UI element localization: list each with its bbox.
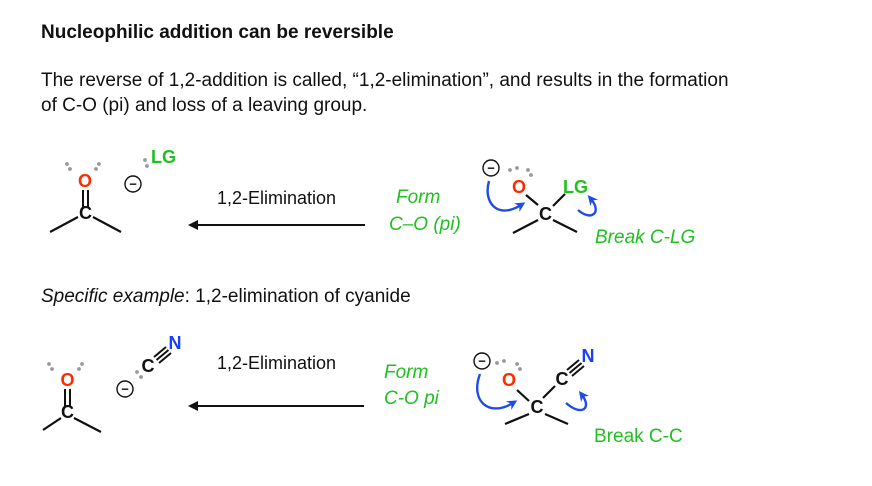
scheme2-form-label-2: C-O pi (384, 388, 440, 409)
intro-line-2: of C-O (pi) and loss of a leaving group. (41, 95, 368, 116)
scheme1-arrow-label: 1,2-Elimination (217, 188, 336, 208)
scheme2-nitrile-nitrogen: N (582, 346, 595, 366)
scheme2-cyanide-anion: − C N (116, 333, 182, 398)
scheme2-cyanide-nitrogen: N (169, 333, 182, 353)
intro-paragraph: The reverse of 1,2-addition is called, “… (41, 68, 861, 118)
scheme1-curved-arrow-break (577, 195, 599, 217)
scheme2-cyanide-charge-sign: − (121, 382, 129, 397)
scheme1-lg-charge-icon (124, 175, 142, 193)
scheme1-form-label-2: C–O (pi) (389, 214, 461, 235)
scheme1-alkoxide-charge-icon (482, 159, 500, 177)
scheme2-nitrile-carbon: C (556, 369, 569, 389)
scheme1-ketone: O C (49, 162, 122, 233)
intro-line-1: The reverse of 1,2-addition is called, “… (41, 70, 729, 91)
specific-example-label: Specific example (41, 286, 185, 307)
scheme2-curved-arrow-break (565, 391, 590, 412)
scheme2-form-label: Form (384, 362, 428, 383)
scheme1-lg-charge-sign: − (129, 177, 137, 192)
scheme1-alkoxide-lg: LG (563, 177, 588, 197)
scheme2-curved-arrow-form (475, 373, 518, 410)
scheme2-ketone-oxygen: O (60, 370, 74, 390)
scheme1-alkoxide-carbon: C (539, 204, 552, 224)
scheme2-alkoxide: O C C N − (473, 346, 595, 426)
scheme2-alkoxide-carbon: C (531, 397, 544, 417)
scheme2-alkoxide-charge-sign: − (478, 354, 486, 369)
scheme2-break-label: Break C-C (594, 426, 683, 447)
scheme2-arrow-label: 1,2-Elimination (217, 353, 336, 373)
scheme2-ketone-lone-pairs (47, 362, 84, 371)
scheme1-form-label: Form (396, 187, 440, 208)
scheme2-cyanide-charge-icon (116, 380, 134, 398)
scheme1: O C − LG 1,2-Elimination Form C–O (pi) O (49, 147, 695, 248)
scheme2-ketone-carbon: C (61, 402, 74, 422)
scheme2: O C − C N 1,2-Elimination Form C-O pi (42, 333, 683, 447)
scheme1-ketone-lone-pairs (65, 162, 101, 171)
scheme1-break-label: Break C-LG (595, 227, 695, 248)
scheme1-alkoxide-oxygen: O (512, 177, 526, 197)
page-title: Nucleophilic addition can be reversible (41, 22, 394, 43)
scheme2-cyanide-carbon: C (142, 356, 155, 376)
scheme2-alkoxide-charge-icon (473, 352, 491, 370)
scheme1-alkoxide: O C LG − (482, 159, 588, 234)
scheme2-ketone: O C (42, 362, 102, 433)
scheme1-leaving-group-anion: − LG (124, 147, 176, 193)
scheme1-alkoxide-charge-sign: − (487, 161, 495, 176)
scheme2-alkoxide-lone-pairs (495, 359, 522, 371)
scheme1-lg-label: LG (151, 147, 176, 167)
scheme1-alkoxide-lone-pairs (508, 166, 533, 177)
specific-example-text: : 1,2-elimination of cyanide (184, 286, 411, 307)
scheme1-curved-arrow-form (486, 180, 526, 212)
scheme2-alkoxide-oxygen: O (502, 370, 516, 390)
scheme1-ketone-oxygen: O (78, 171, 92, 191)
specific-example-line: Specific example: 1,2-elimination of cya… (41, 286, 411, 308)
scheme1-ketone-carbon: C (79, 203, 92, 223)
